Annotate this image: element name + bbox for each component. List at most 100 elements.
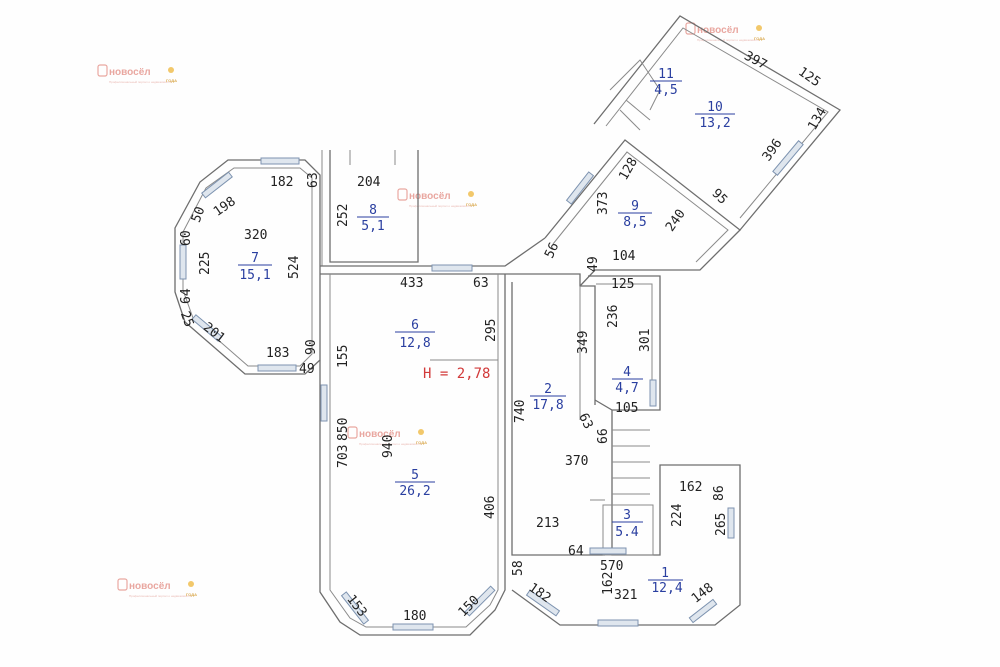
dimension-label: 49 bbox=[299, 362, 315, 377]
dimension-label: 180 bbox=[403, 609, 426, 624]
room-6: 6 12,8 bbox=[395, 318, 435, 351]
dimension-label: 64 bbox=[179, 288, 194, 304]
dimension-label: 703 bbox=[336, 445, 351, 468]
dimension-label: 50 bbox=[189, 205, 208, 225]
svg-text:4,7: 4,7 bbox=[615, 381, 638, 396]
room-3: 3 5.4 bbox=[612, 508, 643, 540]
dimension-label: 60 bbox=[179, 230, 194, 246]
svg-text:новосёл: новосёл bbox=[697, 25, 739, 36]
room-5: 5 26,2 bbox=[395, 468, 435, 499]
svg-text:6: 6 bbox=[411, 318, 419, 333]
svg-text:11: 11 bbox=[658, 67, 674, 82]
dimension-label: 25 bbox=[177, 309, 196, 329]
dimension-label: 740 bbox=[513, 400, 528, 423]
svg-text:8,5: 8,5 bbox=[623, 215, 646, 230]
dimension-label: 105 bbox=[615, 401, 638, 416]
dimension-label: 397 bbox=[742, 49, 770, 73]
dimension-label: 406 bbox=[483, 496, 498, 519]
window bbox=[565, 171, 595, 205]
svg-text:ГОДА: ГОДА bbox=[416, 440, 427, 445]
svg-text:ГОДА: ГОДА bbox=[466, 202, 477, 207]
dimension-label: 198 bbox=[211, 194, 239, 220]
dimension-label: 104 bbox=[612, 249, 636, 264]
svg-text:9: 9 bbox=[631, 199, 639, 214]
window bbox=[201, 171, 233, 199]
window bbox=[340, 591, 370, 625]
dimension-label: 155 bbox=[336, 345, 351, 368]
svg-text:2: 2 bbox=[544, 382, 552, 397]
dimension-label: 63 bbox=[473, 276, 489, 291]
walls bbox=[174, 15, 841, 636]
window bbox=[260, 157, 300, 165]
dimension-label: 321 bbox=[614, 588, 637, 603]
dimension-label: 370 bbox=[565, 454, 588, 469]
dimension-label: 396 bbox=[760, 136, 786, 164]
window bbox=[179, 244, 187, 280]
watermark-logo: новосёл Профессиональный портал о недвиж… bbox=[347, 426, 427, 446]
dimension-label: 63 bbox=[306, 172, 321, 188]
watermark-logo: новосёл Профессиональный портал о недвиж… bbox=[97, 64, 177, 84]
svg-text:Профессиональный портал о недв: Профессиональный портал о недвижимости bbox=[359, 442, 421, 446]
svg-text:10: 10 bbox=[707, 100, 723, 115]
dimension-label: 204 bbox=[357, 175, 381, 190]
watermark-logo: новосёл Профессиональный портал о недвиж… bbox=[685, 22, 765, 42]
svg-text:ГОДА: ГОДА bbox=[186, 592, 197, 597]
dimension-label: 940 bbox=[381, 435, 396, 458]
room-1: 1 12,4 bbox=[648, 566, 683, 596]
dimension-label: 265 bbox=[714, 513, 729, 536]
dimension-label: 162 bbox=[679, 480, 702, 495]
dimension-label: 301 bbox=[638, 329, 653, 352]
dimension-label: 850 bbox=[336, 418, 351, 441]
window bbox=[597, 619, 639, 627]
dimension-label: 63 bbox=[575, 411, 595, 432]
dimension-label: 433 bbox=[400, 276, 423, 291]
dimension-label: 320 bbox=[244, 228, 267, 243]
svg-text:12,8: 12,8 bbox=[399, 336, 430, 351]
dimension-labels: 182 63 204 198 50 60 320 524 252 225 64 … bbox=[177, 49, 830, 624]
room-7: 7 15,1 bbox=[238, 251, 272, 283]
dimension-label: 134 bbox=[805, 105, 830, 133]
svg-text:Профессиональный портал о недв: Профессиональный портал о недвижимости bbox=[129, 594, 191, 598]
room-4: 4 4,7 bbox=[612, 365, 643, 396]
dimension-label: 95 bbox=[708, 186, 730, 208]
svg-text:15,1: 15,1 bbox=[239, 268, 270, 283]
dimension-label: 240 bbox=[663, 207, 689, 235]
svg-text:Профессиональный портал о недв: Профессиональный портал о недвижимости bbox=[697, 38, 759, 42]
dimension-label: 125 bbox=[611, 277, 634, 292]
dimension-label: 58 bbox=[511, 560, 526, 576]
svg-text:17,8: 17,8 bbox=[532, 398, 563, 413]
dimension-label: 150 bbox=[456, 593, 483, 620]
dimension-label: 56 bbox=[542, 240, 562, 261]
svg-text:новосёл: новосёл bbox=[129, 581, 171, 592]
svg-text:5: 5 bbox=[411, 468, 419, 483]
window bbox=[320, 384, 328, 422]
dimension-label: 49 bbox=[586, 256, 601, 272]
dimension-label: 162 bbox=[601, 572, 616, 595]
svg-text:Профессиональный портал о недв: Профессиональный портал о недвижимости bbox=[109, 80, 171, 84]
svg-text:4,5: 4,5 bbox=[654, 83, 677, 98]
svg-text:13,2: 13,2 bbox=[699, 116, 730, 131]
dimension-label: 64 bbox=[568, 544, 584, 559]
dimension-label: 225 bbox=[198, 252, 213, 275]
dimension-label: 295 bbox=[484, 319, 499, 342]
window bbox=[257, 364, 297, 372]
room-10: 10 13,2 bbox=[695, 100, 735, 131]
dimension-label: 524 bbox=[287, 255, 302, 279]
dimension-label: 570 bbox=[600, 559, 623, 574]
ceiling-height-label: H = 2,78 bbox=[423, 366, 490, 382]
dimension-label: 213 bbox=[536, 516, 559, 531]
dimension-label: 66 bbox=[596, 428, 611, 444]
dimension-label: 349 bbox=[576, 331, 591, 354]
room-2: 2 17,8 bbox=[530, 382, 566, 413]
svg-text:3: 3 bbox=[623, 508, 631, 523]
svg-text:12,4: 12,4 bbox=[651, 581, 682, 596]
window bbox=[688, 598, 718, 624]
svg-text:новосёл: новосёл bbox=[359, 429, 401, 440]
window bbox=[649, 379, 657, 407]
window bbox=[431, 264, 473, 272]
window bbox=[464, 585, 496, 617]
watermark-logo: новосёл Профессиональный портал о недвиж… bbox=[117, 578, 197, 598]
room-11: 11 4,5 bbox=[650, 67, 682, 98]
dimension-label: 236 bbox=[606, 305, 621, 328]
